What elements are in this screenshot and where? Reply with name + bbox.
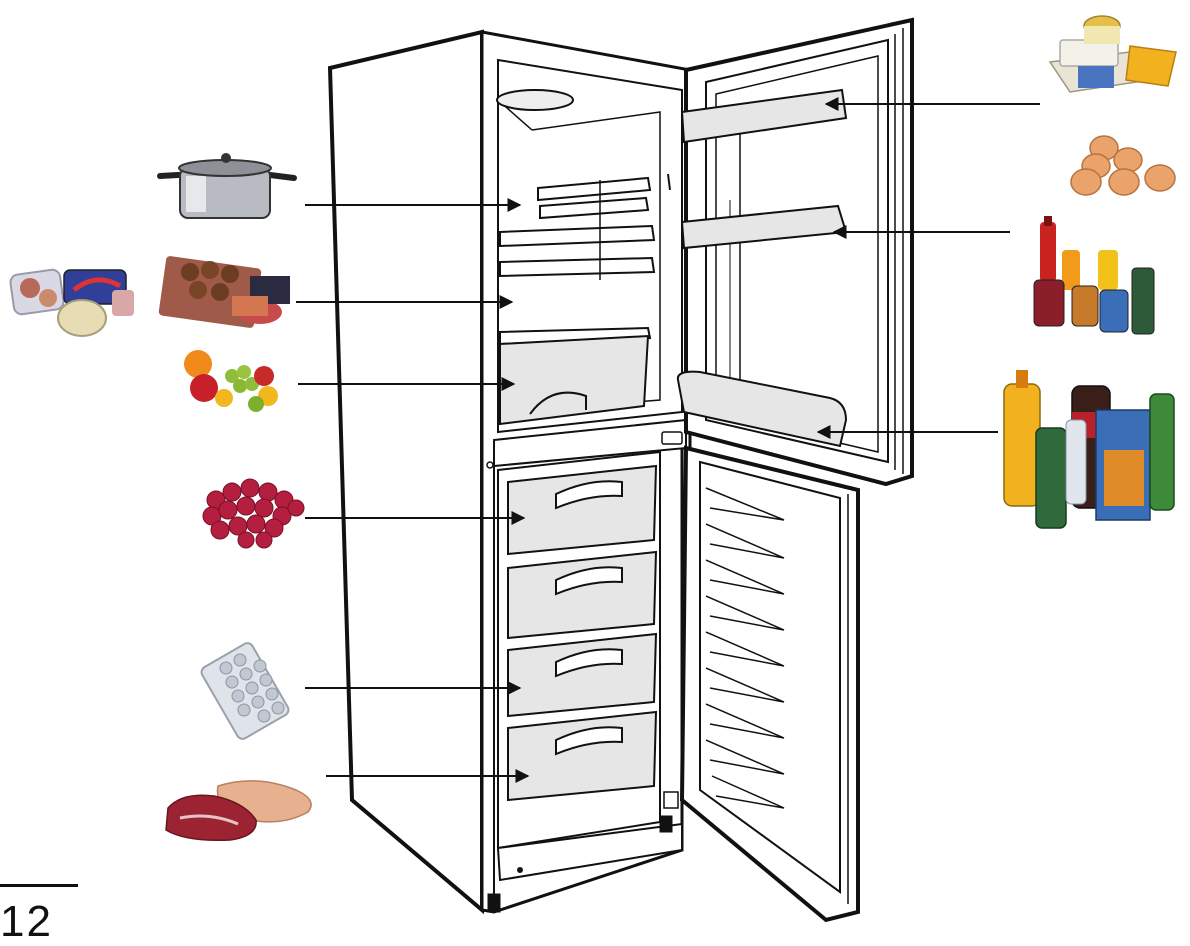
jars-bottles-icon	[1033, 216, 1155, 335]
page-number: 12	[0, 897, 53, 946]
page-number-rule	[0, 884, 78, 887]
fridge-shelves	[499, 173, 671, 346]
leader-arrows	[296, 97, 1040, 783]
cooking-pot-icon	[157, 153, 297, 219]
dairy-cheese-icon	[1048, 15, 1177, 93]
freezer-drawers	[507, 464, 658, 802]
fruit-icon	[184, 350, 278, 412]
fridge-door	[684, 17, 914, 487]
packaged-food-icon	[9, 268, 134, 337]
ice-cube-tray-icon	[200, 642, 290, 740]
raspberries-icon	[202, 478, 305, 549]
vegetable-crisper	[499, 334, 650, 426]
freezer-door-ridges	[705, 487, 785, 809]
raw-meat-poultry-icon	[165, 780, 312, 842]
meat-cold-cuts-icon	[158, 256, 290, 328]
drinks-bottles-icon	[1003, 370, 1175, 529]
door-shelves	[676, 88, 848, 448]
eggs-icon	[1070, 135, 1176, 196]
freezer-door	[679, 445, 860, 923]
